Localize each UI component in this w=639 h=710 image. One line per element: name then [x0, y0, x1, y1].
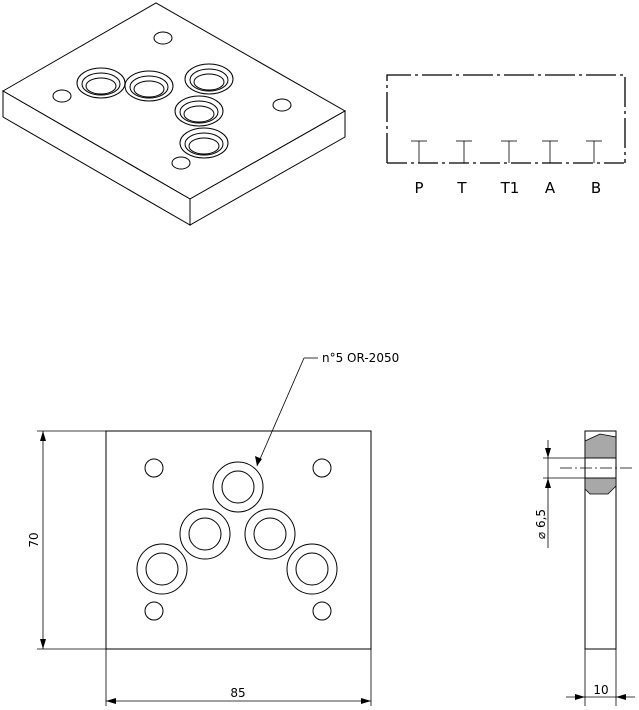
front-view: n°5 OR-2050 70 85 — [27, 351, 399, 706]
oring-callout: n°5 OR-2050 — [322, 351, 399, 365]
mounting-hole — [144, 601, 164, 621]
port-hole — [174, 95, 224, 127]
port-label-t: T — [456, 179, 467, 197]
port-hole — [179, 127, 229, 159]
port-label-b: B — [591, 179, 601, 197]
port-hole — [184, 63, 234, 95]
mounting-hole — [144, 458, 164, 478]
port-label-t1: T1 — [500, 179, 520, 197]
mounting-hole — [272, 98, 292, 112]
port-label-a: A — [545, 179, 556, 197]
hole-diameter-dimension: ⌀ 6,5 — [534, 509, 548, 539]
mounting-hole — [153, 31, 173, 45]
port-hole — [136, 543, 188, 595]
leader-arrow — [255, 456, 262, 466]
thickness-dimension: 10 — [593, 683, 608, 697]
port-hole — [212, 461, 264, 513]
mounting-hole — [312, 458, 332, 478]
mounting-hole — [312, 601, 332, 621]
port-hole — [124, 70, 174, 102]
height-dimension: 70 — [27, 532, 41, 547]
port-hole — [244, 508, 296, 560]
section-fill — [584, 433, 617, 459]
leader-line — [256, 357, 305, 467]
isometric-view — [1, 2, 347, 226]
width-dimension: 85 — [230, 686, 245, 700]
hydraulic-schematic: P T T1 A B — [386, 74, 626, 197]
side-section-view: ⌀ 6,5 10 — [534, 430, 635, 706]
port-hole — [179, 508, 231, 560]
port-hole — [286, 543, 338, 595]
port-label-p: P — [414, 179, 423, 197]
mounting-hole — [171, 156, 191, 170]
mounting-hole — [52, 89, 72, 103]
